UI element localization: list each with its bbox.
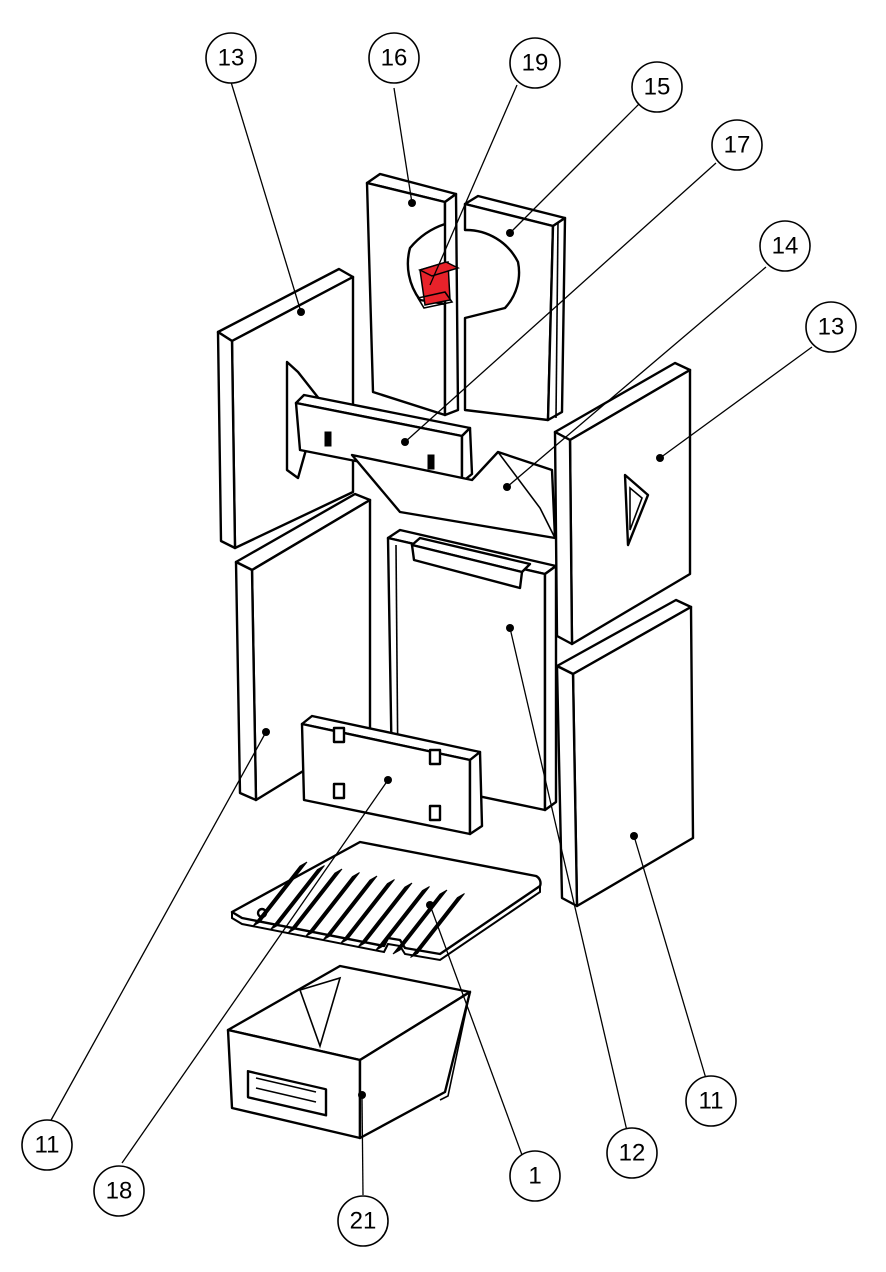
callout-label: 15 bbox=[644, 74, 671, 101]
part-11-right-panel bbox=[555, 598, 695, 908]
callout-18: 18 bbox=[93, 1165, 145, 1217]
part-1-grate bbox=[230, 840, 542, 962]
grate-bar bbox=[305, 872, 360, 937]
part-21-ash-pan bbox=[226, 964, 472, 1140]
callout-14: 14 bbox=[759, 220, 811, 272]
callout-label: 18 bbox=[106, 1178, 133, 1205]
callout-label: 17 bbox=[724, 132, 751, 159]
callout-label: 13 bbox=[218, 45, 245, 72]
grate-bar bbox=[287, 868, 343, 934]
callout-label: 14 bbox=[772, 233, 799, 260]
callout-15: 15 bbox=[631, 61, 683, 113]
callout-label: 12 bbox=[619, 1140, 646, 1167]
callout-label: 1 bbox=[528, 1163, 541, 1190]
callout-label: 13 bbox=[818, 314, 845, 341]
part-15-rear-right-panel bbox=[463, 194, 567, 422]
callout-label: 16 bbox=[381, 45, 408, 72]
grate-bar bbox=[340, 879, 395, 944]
callout-21: 21 bbox=[337, 1195, 389, 1247]
grate-bar bbox=[322, 875, 378, 941]
callout-12: 12 bbox=[606, 1127, 658, 1179]
leader-lines bbox=[49, 81, 813, 1196]
callout-13-right: 13 bbox=[805, 301, 857, 353]
grate-bars bbox=[252, 861, 465, 958]
callout-label: 21 bbox=[350, 1208, 377, 1235]
callout-1: 1 bbox=[509, 1150, 561, 1202]
callout-11-left: 11 bbox=[21, 1119, 73, 1171]
callout-11-right: 11 bbox=[685, 1075, 737, 1127]
part-13-right-panel bbox=[553, 361, 692, 646]
callout-13-upper-left: 13 bbox=[205, 32, 257, 84]
callout-label: 11 bbox=[35, 1132, 60, 1159]
part-19-bracket bbox=[416, 261, 461, 309]
part-14-funnel bbox=[350, 450, 557, 540]
callout-16: 16 bbox=[368, 32, 420, 84]
grate-bar bbox=[375, 886, 430, 951]
grate-bar bbox=[270, 865, 325, 930]
grate-bar bbox=[252, 861, 308, 927]
grate-bar bbox=[357, 882, 413, 948]
leader-dots bbox=[262, 199, 664, 1099]
callout-label: 19 bbox=[522, 50, 549, 77]
callout-17: 17 bbox=[711, 119, 763, 171]
callout-19: 19 bbox=[509, 37, 561, 89]
callout-label: 11 bbox=[699, 1088, 724, 1115]
part-16-rear-left-panel bbox=[365, 172, 460, 417]
